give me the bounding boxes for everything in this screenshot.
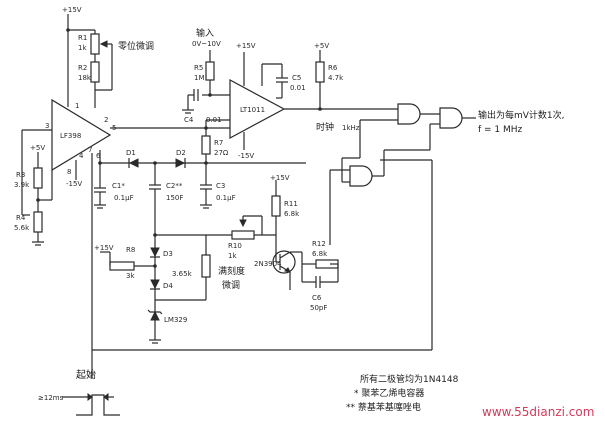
r10-pot[interactable] [231, 230, 255, 240]
r3-value: 3.9k [14, 181, 30, 189]
c6-value: 50pF [310, 304, 327, 312]
lf398-pin8: 8 [67, 168, 71, 176]
diode-d2 [175, 158, 186, 168]
r3-resistor [33, 167, 43, 189]
r9-value: 3.65k [172, 270, 193, 278]
lf398-chip: LF398 2 5 3 4 7 6 8 1 [45, 98, 116, 176]
lf398-vplus-label: +15V [62, 6, 82, 14]
r8-resistor [109, 261, 135, 271]
r3-name: R3 [16, 171, 25, 179]
c5-value: 0.01 [290, 84, 306, 92]
lf398-pin2: 2 [104, 116, 108, 124]
r12-value: 6.8k [312, 250, 328, 258]
start-label: 起始 [76, 368, 96, 381]
full-scale-label-line1: 满刻度 [218, 265, 245, 277]
pulse-width-label: ≥12ms [38, 394, 64, 402]
c6-name: C6 [312, 294, 322, 302]
lt1011-vplus-label: +15V [236, 42, 256, 50]
lf398-label: LF398 [60, 132, 81, 140]
c2-value: 150F [166, 194, 183, 202]
input-range-label: 0V~10V [192, 40, 221, 48]
note-polystyrene: * 聚苯乙烯电容器 [354, 387, 424, 399]
r12-name: R12 [312, 240, 326, 248]
output-label-line1: 输出为每mV计数1次, [478, 109, 565, 121]
r6-name: R6 [328, 64, 338, 72]
c5-name: C5 [292, 74, 301, 82]
r2-name: R2 [78, 64, 87, 72]
lf398-pin6: 6 [96, 152, 101, 160]
lm329-label: LM329 [164, 316, 187, 324]
lt1011-label: LT1011 [240, 106, 265, 114]
full-scale-label-line2: 微调 [222, 279, 240, 291]
r4-value: 5.6k [14, 224, 30, 232]
c1-value: 0.1µF [114, 194, 134, 202]
c1-name: C1* [112, 182, 125, 190]
r5-value: 1M [194, 74, 205, 82]
r2-value: 18k [78, 74, 92, 82]
r6-value: 4.7k [328, 74, 344, 82]
lt1011-vminus-label: -15V [238, 152, 254, 160]
d4-label: D4 [163, 282, 173, 290]
d2-label: D2 [176, 149, 186, 157]
note-cap-type: ** 萘基苯基噻唑电 [346, 401, 421, 413]
clock-label: 时钟 [316, 121, 334, 133]
watermark-text: www.55dianzi.com [482, 405, 594, 419]
input-label: 输入 [196, 27, 214, 39]
r8-name: R8 [126, 246, 135, 254]
r10-name: R10 [228, 242, 242, 250]
output-label-line2: f = 1 MHz [478, 125, 523, 135]
r11-name: R11 [284, 200, 298, 208]
transistor-label: 2N3904 [254, 260, 282, 268]
lf398-pin4: 4 [79, 152, 84, 160]
c4-name: C4 [184, 116, 194, 124]
c2-name: C2** [166, 182, 183, 190]
r4-name: R4 [16, 214, 26, 222]
r1-name: R1 [78, 34, 87, 42]
and-gate-1 [397, 103, 421, 125]
note-diodes: 所有二极管均为1N4148 [360, 373, 459, 385]
r7-name: R7 [214, 139, 223, 147]
r10-value: 1k [228, 252, 237, 260]
r6-vplus-label: +5V [314, 42, 329, 50]
lf398-pin7: 7 [88, 146, 92, 154]
diode-d1 [128, 158, 139, 168]
clock-freq-label: 1kHz [342, 124, 360, 132]
and-gate-2 [439, 107, 463, 129]
r8-vplus-label: +15V [94, 244, 114, 252]
d1-label: D1 [126, 149, 136, 157]
r11-resistor [271, 195, 281, 217]
r4-resistor [33, 211, 43, 233]
lt1011-chip: LT1011 [229, 78, 286, 140]
r9-resistor [201, 254, 211, 278]
r7-resistor [201, 135, 211, 155]
r5-resistor [205, 61, 215, 81]
r6-resistor [315, 61, 325, 83]
lf398-pin1: 1 [75, 102, 79, 110]
r3-vplus-label: +5V [30, 144, 45, 152]
r5-name: R5 [194, 64, 203, 72]
r11-vplus-label: +15V [270, 174, 290, 182]
zero-adjust-label: 零位微调 [118, 40, 154, 52]
c3-name: C3 [216, 182, 225, 190]
r1-value: 1k [78, 44, 87, 52]
and-gate-3 [349, 165, 373, 187]
r7-value: 27Ω [214, 149, 229, 157]
lf398-vminus-label: -15V [66, 180, 82, 188]
r8-value: 3k [126, 272, 135, 280]
r11-value: 6.8k [284, 210, 300, 218]
start-pulse [62, 393, 120, 416]
lf398-pin3: 3 [45, 122, 49, 130]
d3-label: D3 [163, 250, 173, 258]
c3-value: 0.1µF [216, 194, 236, 202]
r1-pot[interactable] [90, 33, 100, 55]
lm329-zener [147, 309, 163, 321]
diode-d4 [150, 279, 160, 290]
diode-d3 [150, 247, 160, 258]
r2-resistor [90, 61, 100, 83]
